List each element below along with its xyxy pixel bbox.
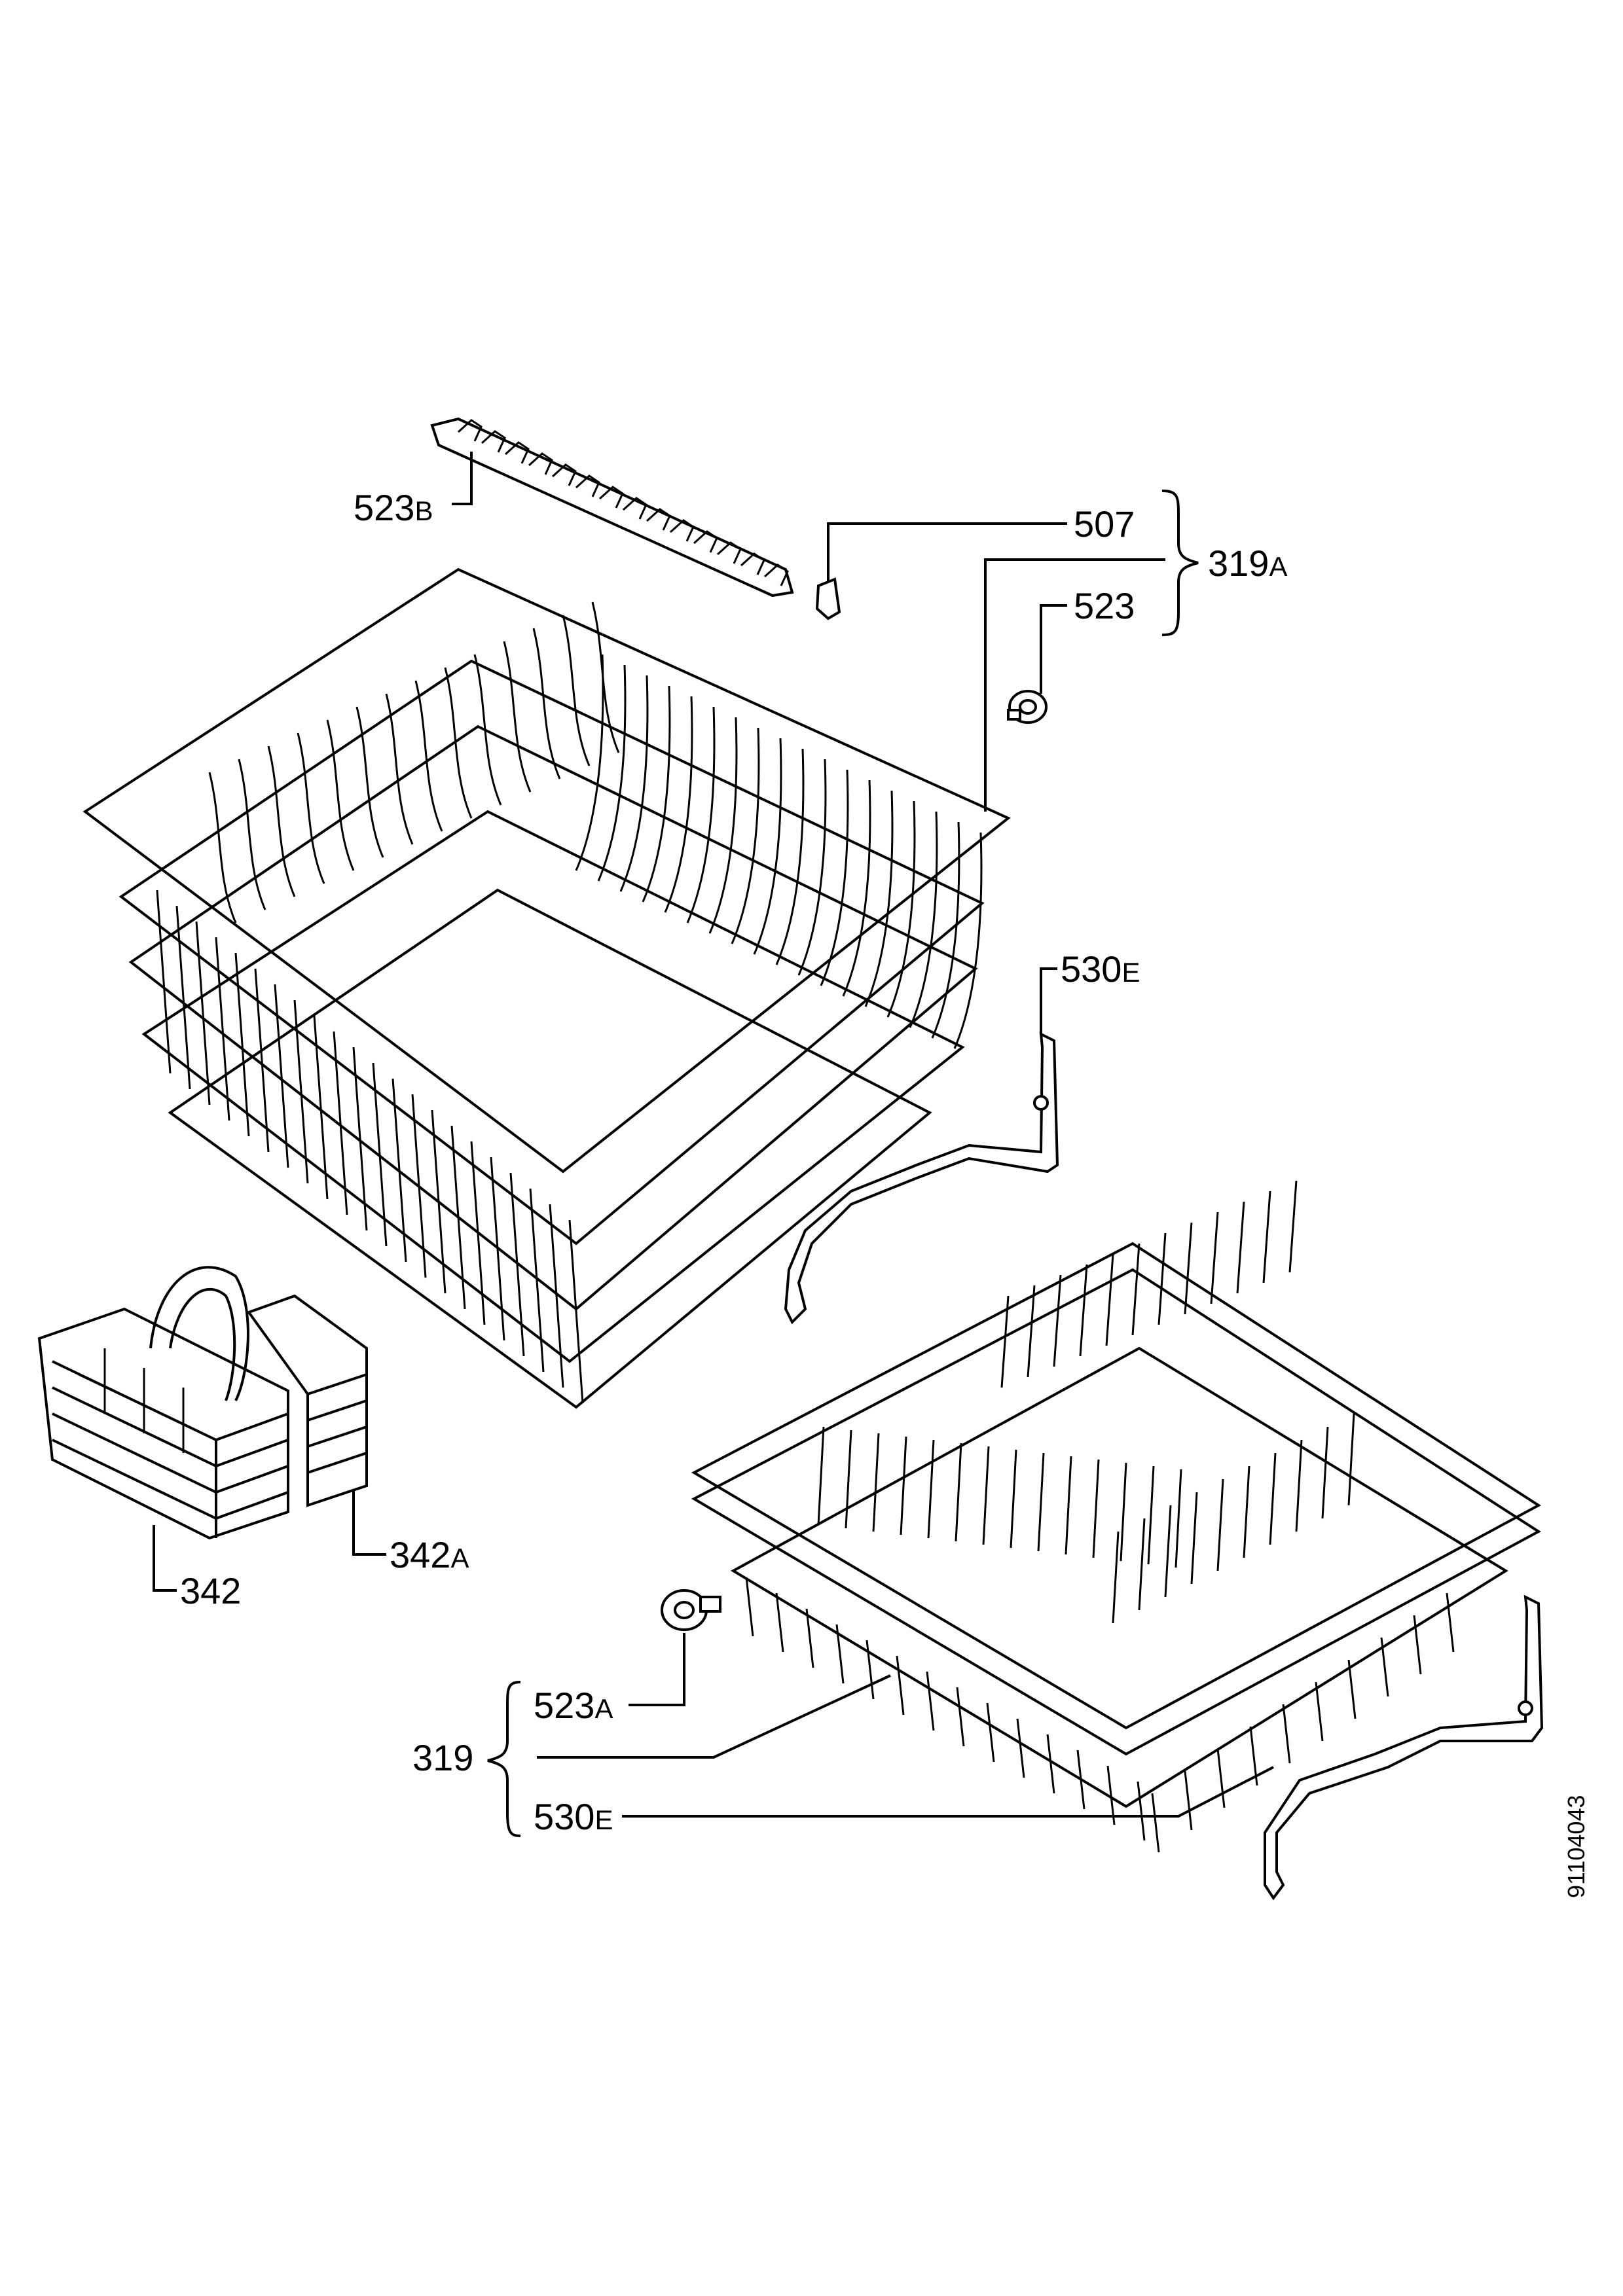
- clip-507: [815, 577, 841, 620]
- label-342a: 342A: [390, 1534, 469, 1575]
- upper-basket-319a: [82, 567, 1011, 1409]
- label-530e-top: 530E: [1061, 948, 1140, 990]
- label-342: 342: [180, 1570, 241, 1611]
- drawing-reference-number: 91104043: [1563, 1795, 1590, 1899]
- label-507: 507: [1074, 503, 1135, 545]
- label-523: 523: [1074, 585, 1135, 626]
- side-rail-530e-bottom: [1264, 1594, 1544, 1901]
- cup-shelf-523b: [430, 417, 794, 598]
- cutlery-basket-342a: [246, 1294, 368, 1507]
- leader-lines: [153, 452, 1274, 1818]
- cutlery-basket-342: [37, 1266, 289, 1540]
- label-530e-bottom: 530E: [534, 1796, 613, 1837]
- brace-319: [487, 1681, 521, 1837]
- label-523a: 523A: [534, 1685, 613, 1726]
- side-rail-530e-top: [784, 1031, 1059, 1325]
- lower-basket-319: [691, 1180, 1541, 1853]
- wheel-523: [1007, 690, 1048, 724]
- label-523b: 523B: [354, 487, 433, 528]
- brace-319a: [1161, 490, 1199, 636]
- label-319a: 319A: [1208, 543, 1287, 584]
- wheel-523a: [661, 1589, 721, 1631]
- label-319: 319: [412, 1737, 473, 1778]
